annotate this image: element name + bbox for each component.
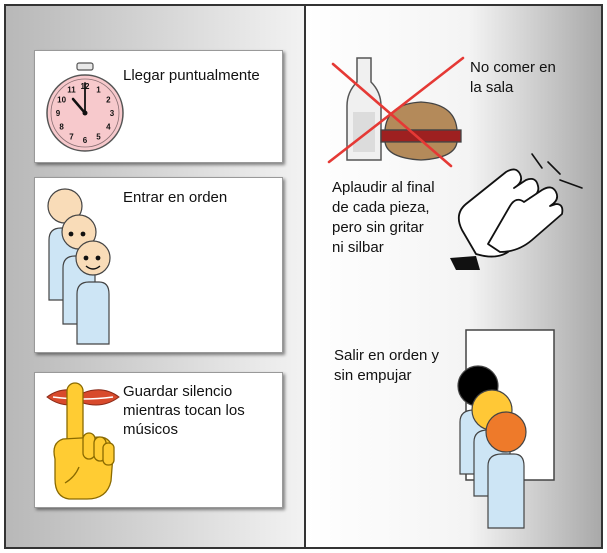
clock-numeral: 10 xyxy=(57,96,66,105)
clock-numeral: 5 xyxy=(96,132,101,141)
card-silence: Guardar silencio mientras tocan los músi… xyxy=(34,372,283,508)
clock-numeral: 3 xyxy=(110,109,115,118)
card-enter-order: Entrar en orden xyxy=(34,177,283,353)
clock-numeral: 9 xyxy=(56,109,61,118)
rule-label: Salir en orden y sin empujar xyxy=(334,347,440,384)
card-label: Guardar silencio mientras tocan los músi… xyxy=(123,383,245,438)
rule-label: No comer en la sala xyxy=(470,59,556,96)
right-panel: No comer en la sala Aplaudir al final de… xyxy=(306,6,601,547)
rule-label: Aplaudir al final de cada pieza, pero si… xyxy=(332,179,435,256)
clock-numeral: 2 xyxy=(106,96,111,105)
poster-frame: 121234567891011 Llegar puntualmente xyxy=(4,4,603,549)
silence-finger-icon xyxy=(43,379,123,505)
column-divider xyxy=(304,6,306,547)
people-queue-icon xyxy=(41,184,121,350)
card-punctuality: 121234567891011 Llegar puntualmente xyxy=(34,50,283,163)
clock-icon: 121234567891011 xyxy=(43,61,127,153)
card-label: Llegar puntualmente xyxy=(123,67,260,84)
clapping-hands-icon xyxy=(436,148,591,278)
left-panel: 121234567891011 Llegar puntualmente xyxy=(6,6,304,547)
exit-door-icon xyxy=(456,328,566,533)
no-food-icon xyxy=(323,52,473,172)
clock-numeral: 4 xyxy=(106,123,111,132)
card-label: Entrar en orden xyxy=(123,189,228,206)
clock-numeral: 6 xyxy=(83,136,88,145)
clock-numeral: 11 xyxy=(67,86,76,95)
clock-numeral: 7 xyxy=(69,132,74,141)
clock-numeral: 1 xyxy=(96,86,101,95)
clock-numeral: 8 xyxy=(59,123,64,132)
